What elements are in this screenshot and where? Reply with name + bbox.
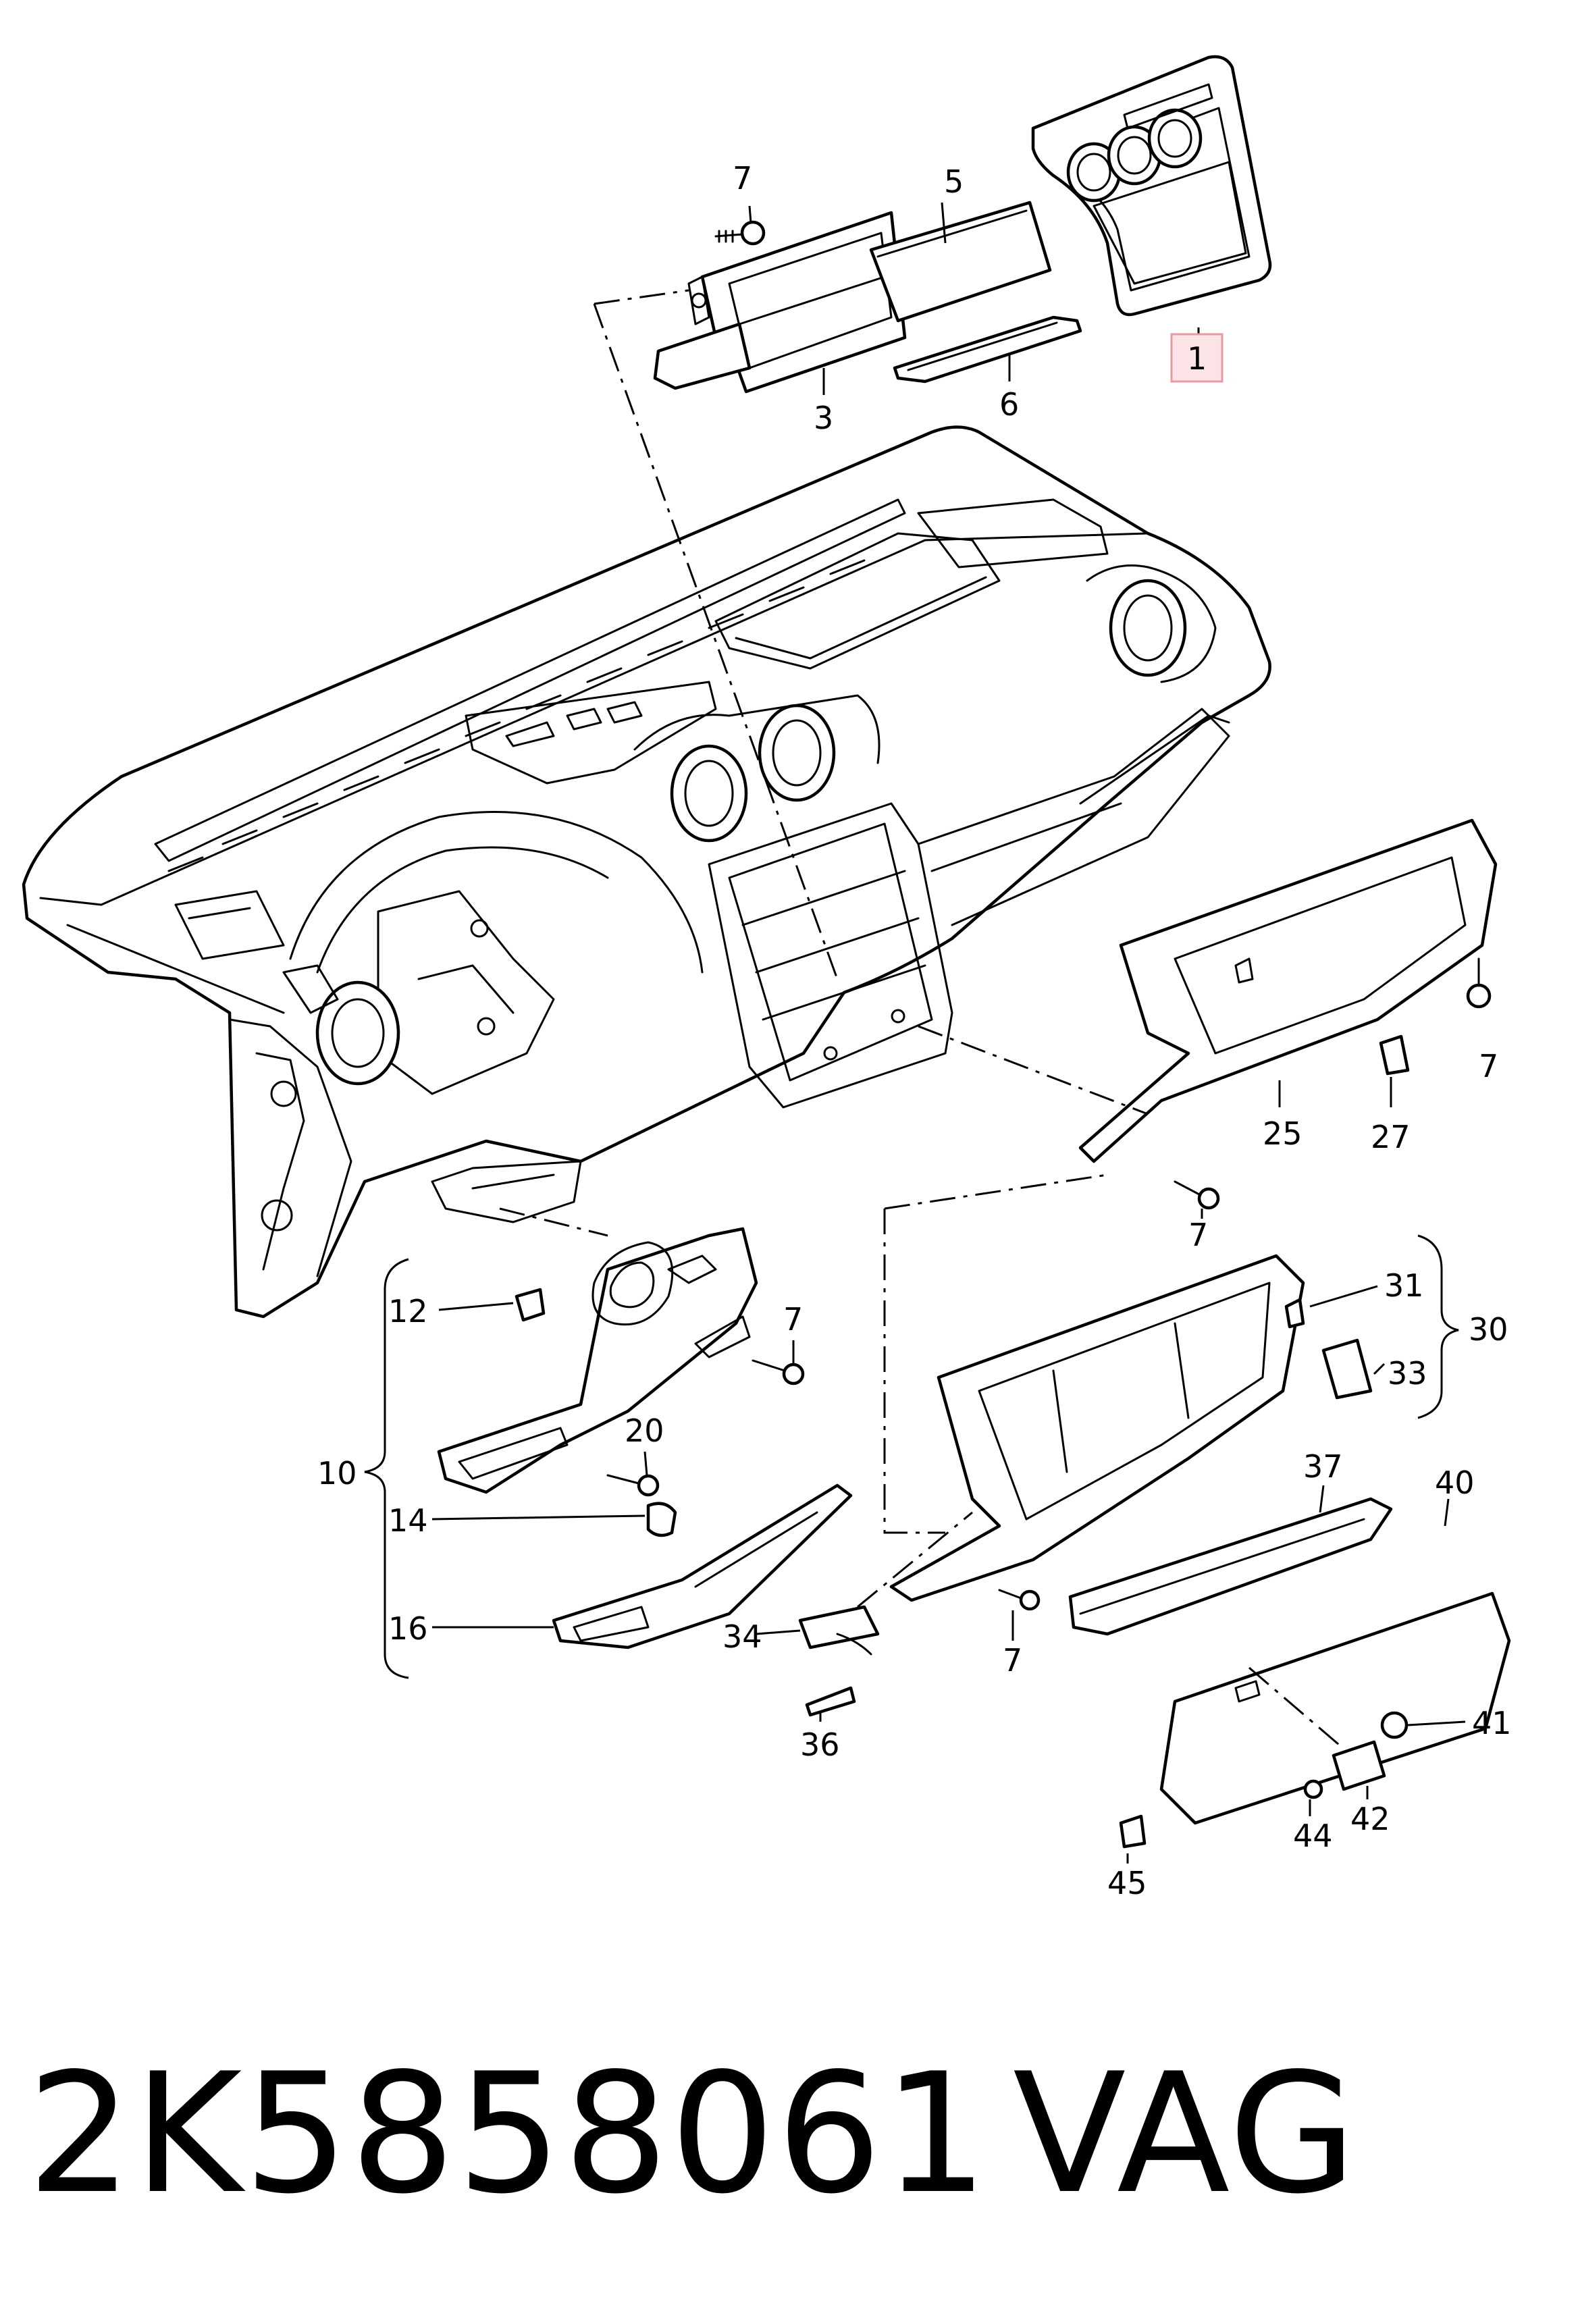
bracket-drawing bbox=[653, 211, 907, 394]
label-part-37[interactable]: 37 bbox=[1303, 1448, 1343, 1485]
brand-caption: VAG bbox=[1013, 2038, 1358, 2230]
cover-16-drawing bbox=[552, 1483, 853, 1649]
clip-14-drawing bbox=[646, 1502, 677, 1537]
label-part-16[interactable]: 16 bbox=[388, 1610, 428, 1647]
label-part-7-knee[interactable]: 7 bbox=[783, 1301, 803, 1338]
screw-knee-drawing bbox=[752, 1359, 805, 1385]
label-part-41[interactable]: 41 bbox=[1472, 1705, 1512, 1741]
knee-panel-drawing bbox=[437, 1227, 758, 1494]
label-part-12[interactable]: 12 bbox=[388, 1293, 428, 1329]
label-part-7-top[interactable]: 7 bbox=[733, 160, 752, 196]
leader-lines bbox=[499, 289, 1344, 1750]
label-part-25[interactable]: 25 bbox=[1263, 1115, 1303, 1152]
screw-top-drawing bbox=[714, 220, 766, 246]
dashboard-drawing bbox=[22, 425, 1271, 1319]
trim-frame-drawing bbox=[1031, 55, 1272, 317]
label-part-6[interactable]: 6 bbox=[999, 386, 1019, 423]
label-part-40[interactable]: 40 bbox=[1435, 1464, 1475, 1501]
label-part-42[interactable]: 42 bbox=[1350, 1801, 1390, 1837]
label-part-34[interactable]: 34 bbox=[722, 1618, 762, 1655]
label-part-7-glovebox[interactable]: 7 bbox=[1003, 1642, 1022, 1679]
label-part-3[interactable]: 3 bbox=[814, 400, 833, 436]
label-part-20[interactable]: 20 bbox=[625, 1412, 664, 1449]
clip-12-drawing bbox=[515, 1288, 546, 1322]
label-part-27[interactable]: 27 bbox=[1371, 1119, 1411, 1155]
label-part-31[interactable]: 31 bbox=[1384, 1267, 1424, 1304]
label-part-7-upper-glovebox[interactable]: 7 bbox=[1188, 1217, 1208, 1253]
label-part-30[interactable]: 30 bbox=[1469, 1311, 1508, 1348]
label-part-36[interactable]: 36 bbox=[800, 1726, 840, 1763]
label-part-1[interactable]: 1 bbox=[1187, 340, 1207, 377]
label-part-14[interactable]: 14 bbox=[388, 1502, 428, 1539]
label-part-44[interactable]: 44 bbox=[1293, 1818, 1333, 1854]
label-part-33[interactable]: 33 bbox=[1388, 1355, 1427, 1392]
tray-drawing bbox=[893, 315, 1082, 384]
screw-20-drawing bbox=[606, 1474, 660, 1497]
part-number-caption: 2K5858061 bbox=[27, 2038, 990, 2230]
label-part-45[interactable]: 45 bbox=[1107, 1865, 1147, 1901]
label-part-5[interactable]: 5 bbox=[944, 163, 964, 200]
panel-drawing bbox=[869, 201, 1052, 323]
label-part-10[interactable]: 10 bbox=[317, 1455, 357, 1491]
main-glovebox-drawing bbox=[798, 1254, 1511, 1849]
label-part-7-right[interactable]: 7 bbox=[1479, 1048, 1498, 1084]
part-1-highlight bbox=[1170, 333, 1224, 383]
upper-glovebox-drawing bbox=[1078, 818, 1498, 1210]
callout-lines bbox=[364, 202, 1466, 1864]
